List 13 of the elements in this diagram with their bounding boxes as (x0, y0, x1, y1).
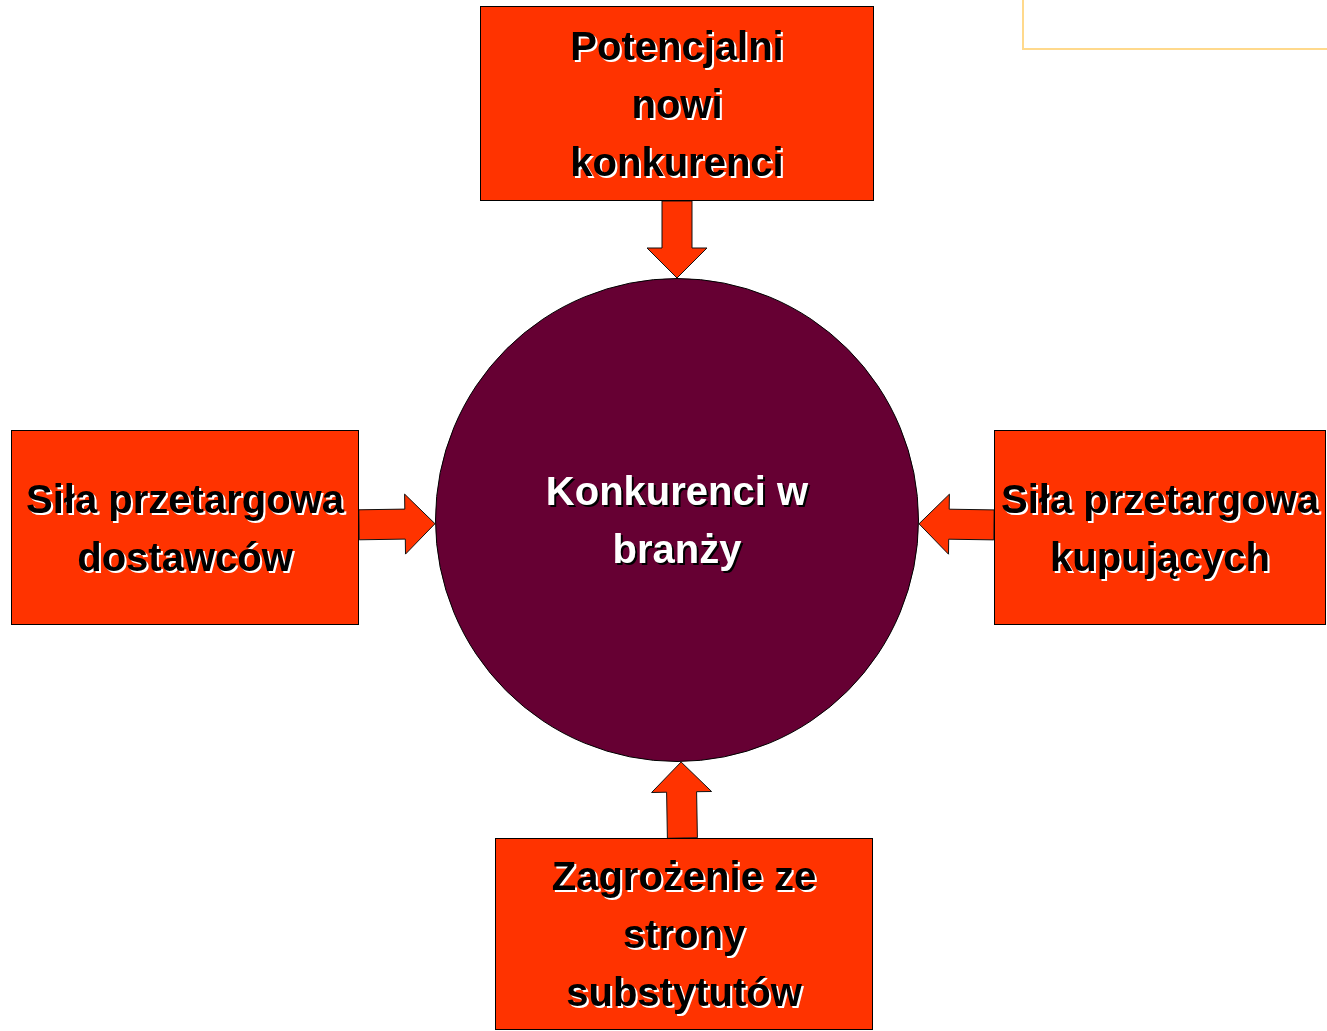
block-arrow (651, 761, 713, 839)
force-box (495, 838, 873, 1030)
block-arrow (646, 200, 708, 279)
box-label: Siła przetargowa dostawców (25, 475, 345, 581)
box-label: Siła przetargowa kupujących (1000, 475, 1320, 581)
box-label: Zagrożenie ze strony substytutów (550, 853, 818, 1016)
block-arrow (918, 493, 995, 555)
force-box (480, 6, 874, 201)
box-label: Potencjalni nowi konkurenci (569, 22, 785, 186)
force-box (11, 430, 359, 625)
force-box (994, 430, 1326, 625)
block-arrow (358, 493, 436, 555)
circle-label: Konkurenci w branży (544, 468, 810, 573)
